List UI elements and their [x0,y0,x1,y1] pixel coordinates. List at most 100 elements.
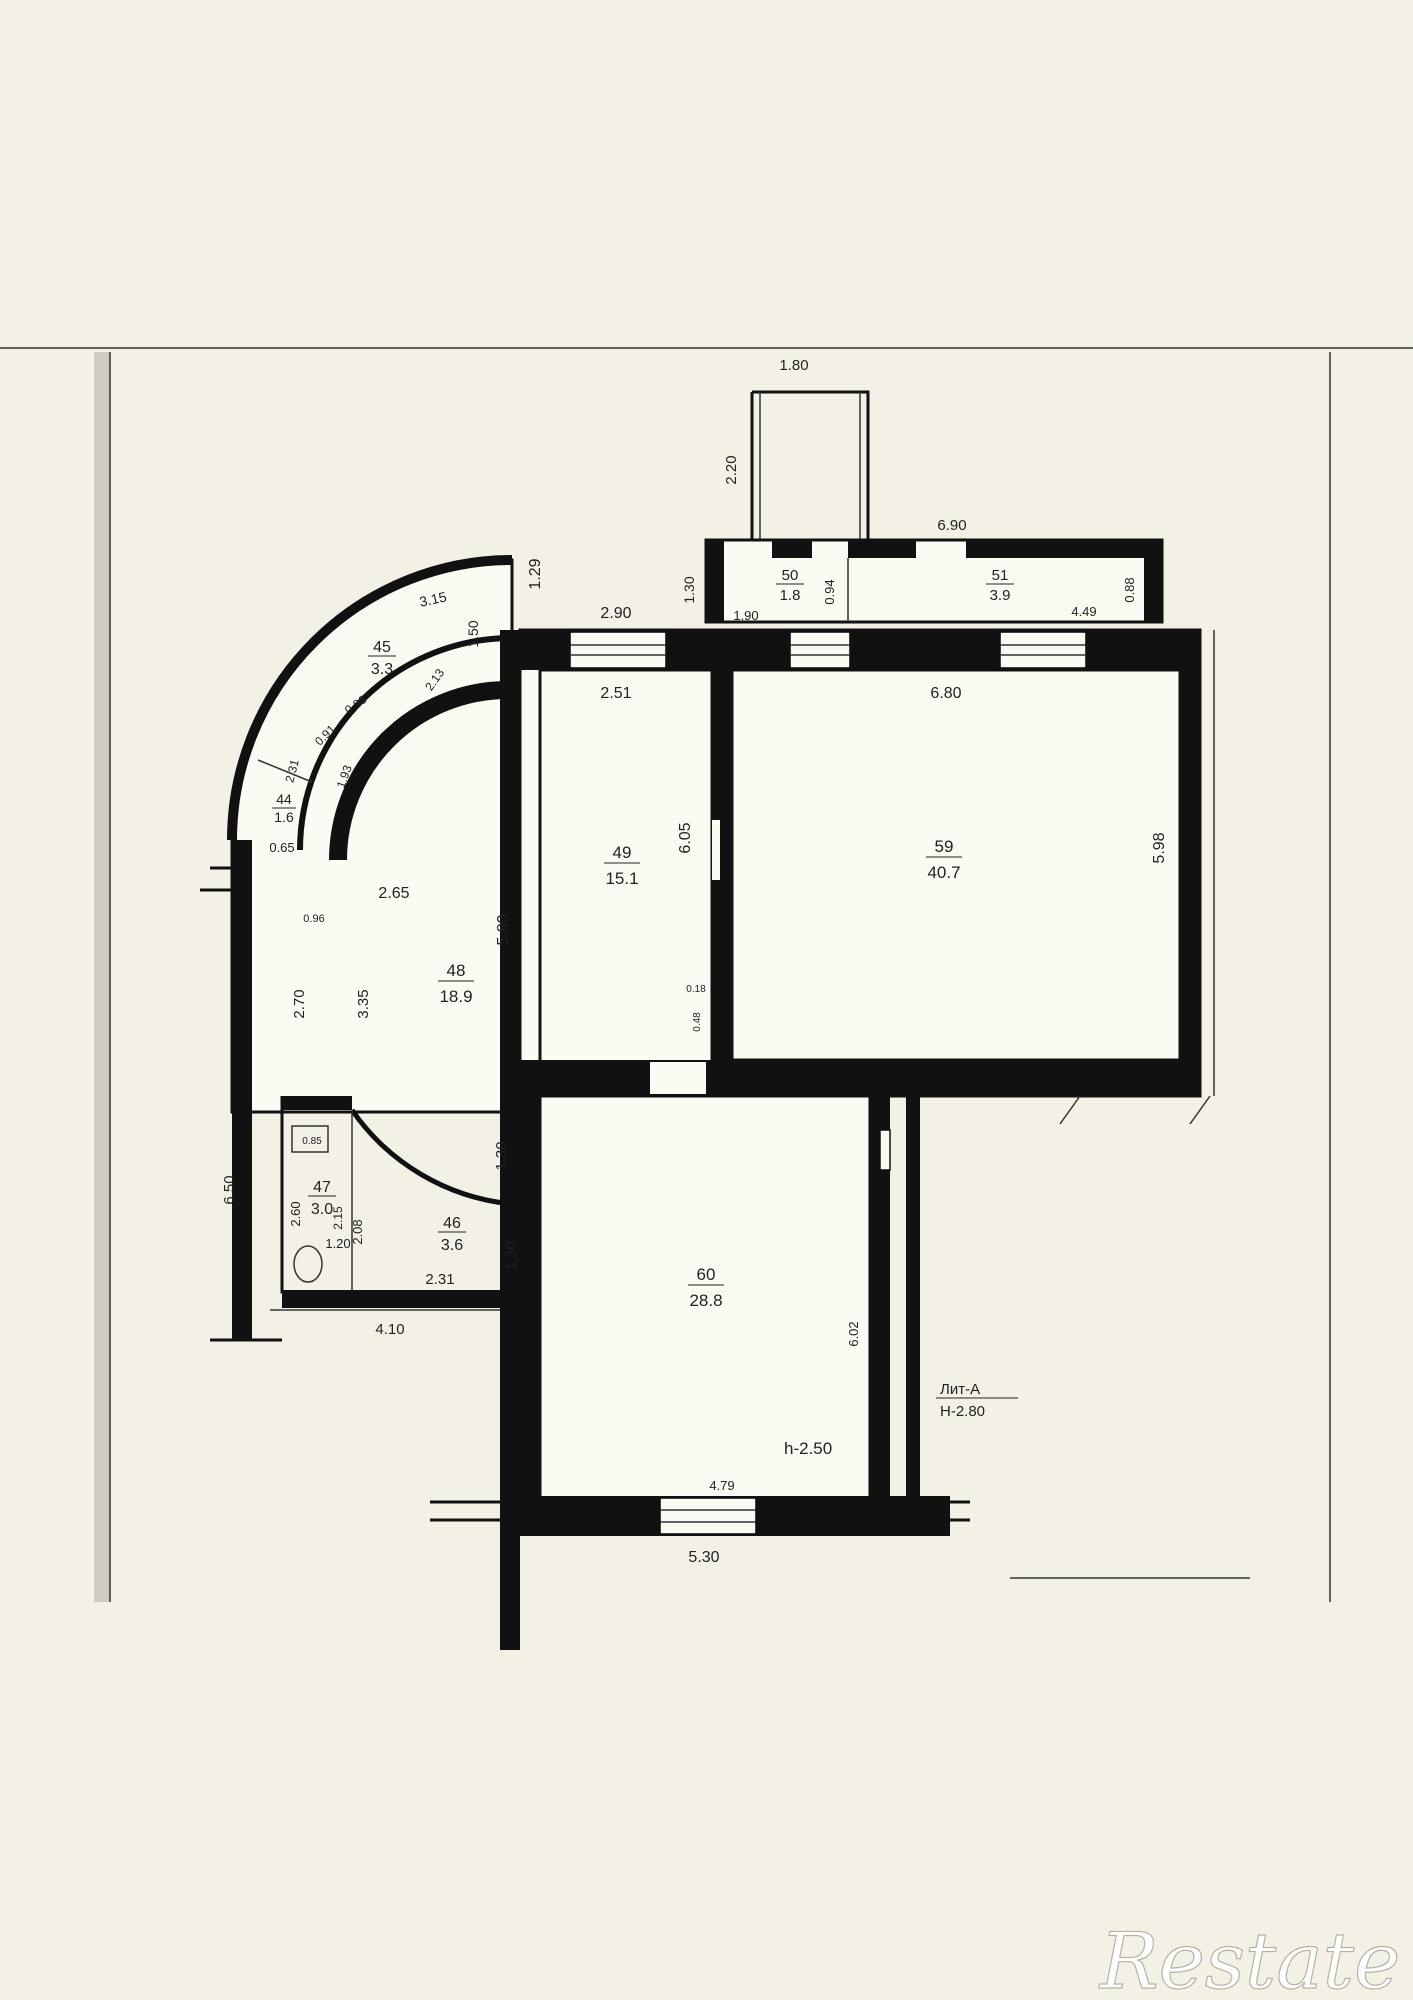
curved-middle-wall [297,635,513,851]
room-height-note: h-2.50 [784,1439,832,1458]
room-49-number: 49 [613,843,632,862]
window [659,1497,757,1535]
dim-label: 2.65 [378,885,409,902]
window [999,631,1087,669]
room-51-number: 51 [992,567,1009,584]
middle-wall [520,1060,1200,1096]
wall-block [282,1096,352,1110]
window [789,631,851,669]
wing-left-wall [232,840,252,1340]
dim-label: 6.90 [937,517,966,534]
dim-label: 1.29 [527,558,544,589]
room-44-area: 1.6 [274,809,294,825]
room-60-right-wall [870,1096,890,1516]
room-labels: 44 1.6 45 3.3 46 3.6 47 3.0 48 18.9 49 1… [272,567,1014,1310]
room-50-number: 50 [782,567,799,584]
room-46-number: 46 [443,1215,461,1232]
room-45-area: 3.3 [371,661,393,678]
room-60-number: 60 [697,1265,716,1284]
wall-break [950,1500,970,1522]
dim-label: 4.10 [375,1321,404,1338]
dim-label: 2.90 [600,605,631,622]
dim-label: 1.30 [681,576,697,603]
dim-label: 5.30 [688,1549,719,1566]
dim-label: 0.96 [303,913,324,925]
curved-inner-wall [329,681,509,861]
dim-label: 1.30 [503,1241,520,1270]
dim-label: 3.15 [418,588,448,609]
room-45-number: 45 [373,639,391,656]
dim-label: 2.60 [288,1201,303,1226]
lit-label: Лит-А [940,1381,980,1398]
right-exterior-wall [1180,630,1200,1096]
dim-label: 6.02 [846,1321,861,1346]
room-49-area: 15.1 [605,869,638,888]
wall-block [772,540,812,558]
dimension-labels: 1.80 2.20 6.90 1.29 1.30 1.90 0.94 4.49 … [221,357,1168,1566]
room-59-area: 40.7 [927,863,960,882]
dim-label: 6.05 [677,822,694,853]
room-60 [538,1094,872,1518]
curved-partition [349,1108,513,1207]
dim-label: 1.30 [493,1141,510,1170]
dim-label: 2.51 [600,685,631,702]
lit-height: Н-2.80 [940,1403,985,1420]
dim-label: 0.85 [302,1136,322,1147]
dim-label: 1.20 [325,1236,350,1251]
doorway [712,820,720,880]
dim-label: 2.31 [282,758,302,784]
room-60-area: 28.8 [689,1291,722,1310]
wall-break [430,1500,510,1522]
room-60-left-wall [520,1096,540,1526]
dim-label: 3.35 [355,989,372,1018]
toilet-fixture [293,1245,323,1283]
curved-outer-wall [227,555,513,841]
dim-label: 2.70 [291,989,308,1018]
dim-label: 0.18 [686,984,706,995]
room-59-number: 59 [935,837,954,856]
room-48-number: 48 [447,961,466,980]
room-51-area: 3.9 [990,587,1011,604]
entrance-steps-outline [750,390,870,540]
dim-label: 1.50 [465,620,481,647]
dim-label: 0.88 [1122,577,1137,602]
dim-label: 0.48 [692,1012,703,1032]
dim-label: 4.49 [1071,604,1096,619]
partition-44-45 [257,759,313,783]
room-48-area: 18.9 [439,987,472,1006]
doorway [650,1062,706,1094]
room-50-area: 1.8 [780,587,801,604]
restate-watermark: Restate [1098,1917,1400,2000]
dim-label: 0.65 [269,840,294,855]
dim-label: 6.50 [221,1175,238,1204]
wing-right-wall [500,630,520,1650]
wall-block [966,540,1162,558]
dim-label: 5.80 [495,914,512,945]
dim-label: 2.31 [425,1271,454,1288]
lit-a-left-wall [906,1096,920,1506]
dim-label: 0.94 [822,579,837,604]
room-44-number: 44 [276,791,292,807]
partition-49-59 [712,670,732,1060]
dim-label: 1.90 [733,608,758,623]
room-59 [730,668,1182,1062]
wall-block [282,1290,520,1308]
room-46-area: 3.6 [441,1237,463,1254]
sheet-left-edge [94,352,110,1602]
sink-fixture [291,1125,329,1153]
dim-label: 1.80 [779,357,808,374]
wall-block [1144,540,1162,622]
wall-block [706,540,724,622]
dim-label: 2.20 [723,455,740,484]
dim-label: 2.08 [350,1219,365,1244]
dim-label: 6.80 [930,685,961,702]
window [569,631,667,669]
room-47-area: 3.0 [311,1201,333,1218]
wall-block [848,540,916,558]
dim-label: 5.98 [1151,832,1168,863]
room-47-number: 47 [313,1179,331,1196]
dim-label: 4.79 [709,1478,734,1493]
wall-break [200,866,252,892]
dim-label: 2.15 [331,1206,345,1230]
